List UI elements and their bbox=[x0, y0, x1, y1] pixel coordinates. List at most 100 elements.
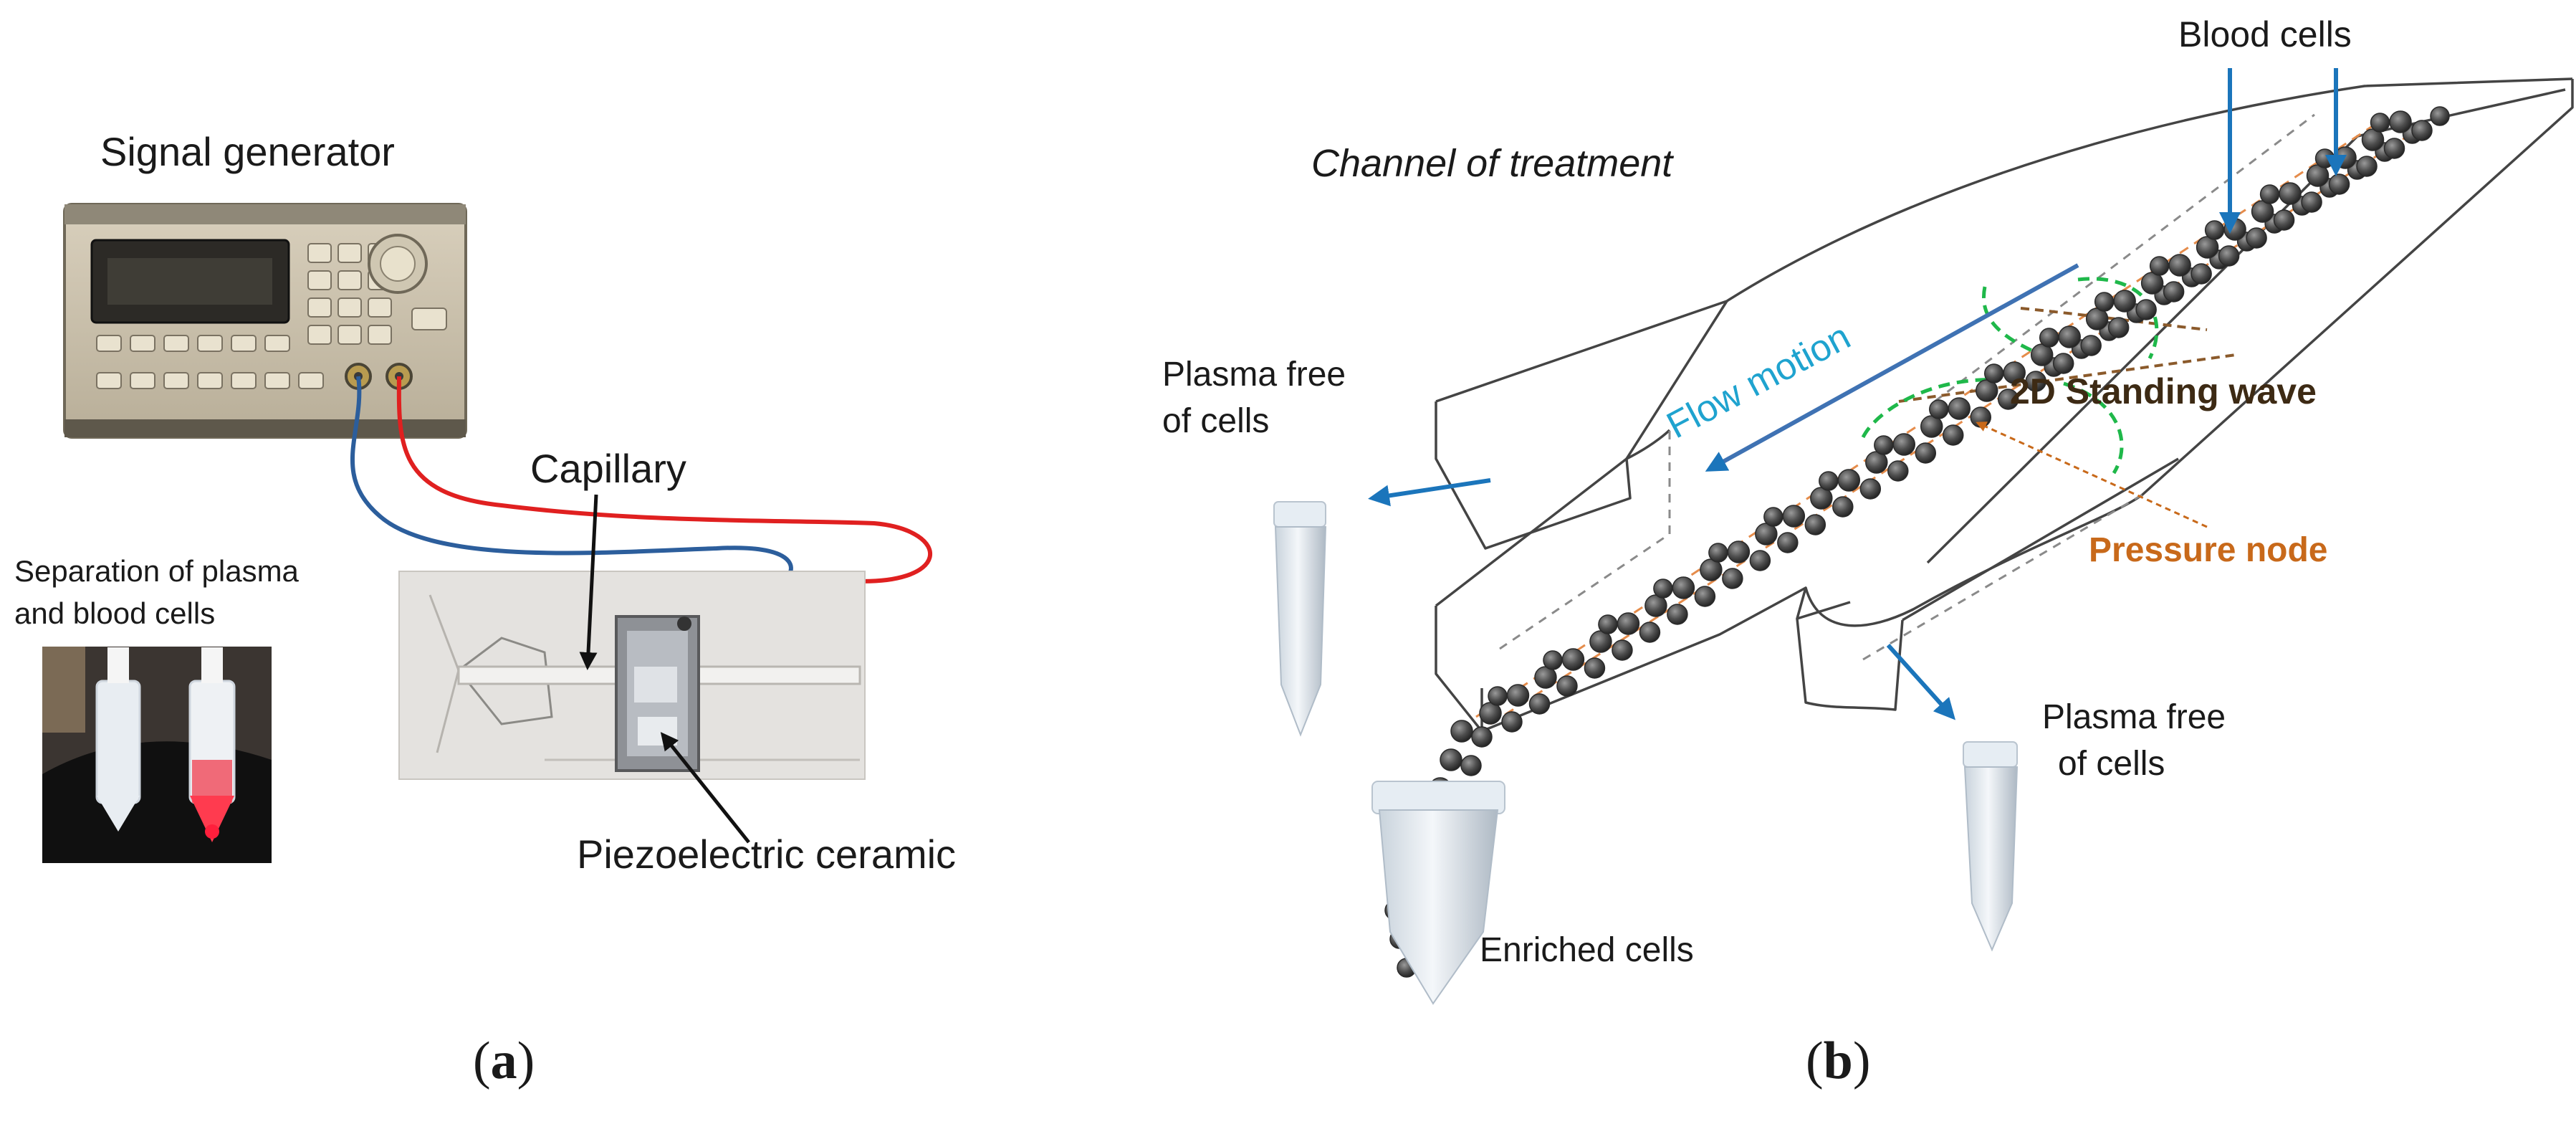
signal-generator-image bbox=[63, 203, 467, 439]
blood-cell bbox=[1837, 469, 1861, 492]
enriched-cells-tube bbox=[1371, 781, 1505, 1005]
blood-cells-label: Blood cells bbox=[2178, 14, 2352, 54]
blood-cell bbox=[2314, 148, 2335, 168]
blood-cell bbox=[2218, 245, 2240, 267]
blood-cell bbox=[2356, 156, 2378, 177]
blood-cell bbox=[1874, 435, 1894, 455]
blood-cell bbox=[1722, 568, 1743, 589]
plasma-right-label-line2: of cells bbox=[2058, 745, 2165, 783]
blood-cell bbox=[2301, 191, 2322, 213]
blood-cell bbox=[1832, 496, 1854, 518]
blood-cell bbox=[2411, 120, 2433, 141]
blood-cell bbox=[1948, 397, 1971, 420]
blood-cell bbox=[1440, 748, 1462, 771]
blood-cell bbox=[1943, 424, 1964, 446]
blood-cell bbox=[2163, 281, 2185, 303]
blood-cell bbox=[2039, 328, 2059, 348]
plasma-right-arrow bbox=[1886, 643, 1956, 720]
blood-cell bbox=[2058, 325, 2081, 348]
blood-cell bbox=[1970, 406, 1991, 428]
blood-cell bbox=[2135, 299, 2157, 320]
blood-cell bbox=[1929, 399, 1949, 419]
blood-cell bbox=[1915, 442, 1937, 464]
blood-cell bbox=[1694, 586, 1716, 607]
blood-cell bbox=[1617, 612, 1640, 635]
blood-cell bbox=[2168, 254, 2191, 277]
blood-cell bbox=[1763, 507, 1783, 527]
standing-wave-green bbox=[1861, 277, 2159, 475]
blood-cell bbox=[2389, 110, 2412, 133]
blood-cell bbox=[1777, 532, 1799, 553]
pressure-node-label: Pressure node bbox=[2089, 531, 2328, 569]
separation-label-line1: Separation of plasma bbox=[14, 554, 299, 588]
blood-cell bbox=[1561, 648, 1585, 671]
blood-cell bbox=[1584, 657, 1606, 679]
blood-cell bbox=[1528, 693, 1551, 715]
blood-cell bbox=[1819, 471, 1839, 491]
blood-cell bbox=[2113, 290, 2136, 313]
blood-cell bbox=[1460, 755, 1482, 776]
plasma-left-label-line2: of cells bbox=[1162, 402, 1270, 440]
blood-cell bbox=[2279, 182, 2302, 205]
piezo-label: Piezoelectric ceramic bbox=[577, 832, 957, 877]
flow-motion-arrow bbox=[1705, 263, 2079, 472]
blood-cell bbox=[1983, 363, 2004, 384]
blood-cell bbox=[1653, 578, 1673, 599]
blood-cell bbox=[1506, 684, 1530, 707]
blood-cell bbox=[2190, 263, 2212, 285]
blood-cell bbox=[1672, 576, 1695, 599]
separation-label-line2: and blood cells bbox=[14, 596, 216, 630]
plasma-left-label-line1: Plasma free bbox=[1162, 356, 1346, 394]
plasma-tube-left bbox=[1273, 501, 1327, 737]
blood-cell bbox=[2149, 256, 2170, 276]
blood-cell bbox=[1708, 543, 1728, 563]
blood-cell bbox=[1450, 720, 1473, 743]
panel-b-letter: (b) bbox=[1806, 1032, 1871, 1090]
blood-cell bbox=[2273, 209, 2295, 231]
piezo-arrow bbox=[660, 732, 750, 844]
blood-cell bbox=[1782, 505, 1806, 528]
signal-generator-label: Signal generator bbox=[100, 129, 395, 174]
blood-cell bbox=[2328, 173, 2350, 195]
channel-of-treatment-label: Channel of treatment bbox=[1311, 142, 1673, 185]
blood-cell bbox=[1639, 621, 1661, 643]
blood-cell bbox=[1804, 514, 1826, 535]
blood-cell bbox=[2204, 220, 2225, 240]
blood-cell bbox=[1543, 650, 1563, 670]
blood-cell bbox=[1667, 604, 1688, 625]
blood-cell bbox=[1859, 478, 1882, 500]
blood-cell bbox=[1887, 460, 1909, 482]
blood-cell bbox=[2052, 353, 2074, 374]
channel-outline bbox=[1435, 77, 2574, 733]
standing-wave-label: 2D Standing wave bbox=[2010, 371, 2317, 411]
plasma-left-arrow bbox=[1368, 478, 1491, 507]
blood-cell bbox=[1749, 550, 1771, 571]
blood-cell bbox=[2094, 292, 2115, 312]
blood-cell bbox=[2370, 113, 2390, 133]
capillary-label: Capillary bbox=[530, 446, 686, 491]
blood-cell bbox=[2246, 227, 2267, 249]
blood-cell bbox=[1727, 540, 1751, 563]
standing-wave-orange bbox=[1898, 307, 2236, 403]
channel-dashed-edges bbox=[1499, 113, 2315, 661]
blood-cell bbox=[2080, 335, 2102, 356]
enriched-cells-label: Enriched cells bbox=[1480, 931, 1694, 969]
blood-cell bbox=[2107, 317, 2130, 338]
blood-cell bbox=[2430, 106, 2450, 126]
panel-a-letter: (a) bbox=[473, 1032, 535, 1090]
blood-cell bbox=[1612, 639, 1633, 661]
separation-tubes-photo bbox=[42, 647, 272, 863]
plasma-tube-right bbox=[1963, 741, 2019, 952]
blood-cell bbox=[1501, 711, 1523, 733]
capillary-chip-image bbox=[398, 571, 866, 780]
blood-cell bbox=[1556, 675, 1578, 697]
pressure-node-arrow bbox=[1976, 422, 2208, 528]
blood-cell bbox=[1598, 614, 1618, 634]
blood-cell bbox=[1892, 433, 1916, 456]
plasma-right-label-line1: Plasma free bbox=[2042, 698, 2226, 736]
blood-cell bbox=[2025, 371, 2046, 392]
blood-cell bbox=[2003, 361, 2026, 384]
capillary-arrow bbox=[579, 494, 598, 670]
